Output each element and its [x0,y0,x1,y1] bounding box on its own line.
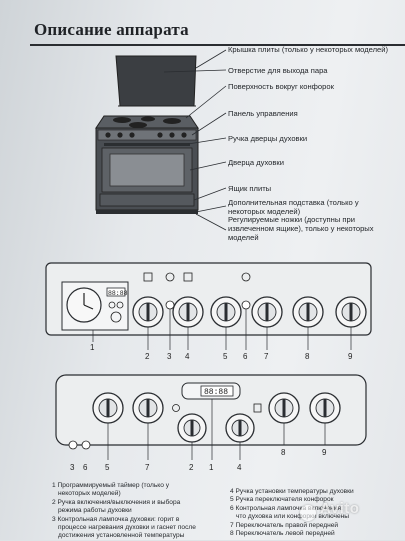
page-title: Описание аппарата [34,20,189,39]
timer-digits: 88:88 [108,290,128,297]
desc-line: 6 Контрольная лампочка включения: [230,504,343,512]
watermark-icon [300,505,316,521]
desc-line: 2 Ручка включения/выключения и выбора [52,498,181,506]
panel-top-number-9: 9 [348,352,353,361]
panel-bottom-number-5: 5 [105,463,110,472]
panel-top-number-3: 3 [167,352,172,361]
panel-top-number-8: 8 [305,352,310,361]
desc-line: 5 Ручка переключателя конфорок [230,496,334,504]
callout-oven-door: Дверца духовки [228,158,284,167]
stove-plinth [96,210,198,214]
panel-top-number-6: 6 [243,352,248,361]
desc-line: 3 Контрольная лампочка духовки: горит в [52,515,180,523]
descriptions-right: 4 Ручка установки температуры духовки 5 … [230,488,405,538]
panel-top-number-1: 1 [90,343,95,352]
panel-bottom-number-8: 8 [281,448,286,457]
callout-drawer: Ящик плиты [228,184,272,193]
panel-top-number-5: 5 [223,352,228,361]
panel-bottom-number-6: 6 [83,463,88,472]
panel-top-number-7: 7 [264,352,269,361]
control-panel-bottom [55,374,367,446]
panel-top-number-4: 4 [185,352,190,361]
panel-bottom-number-7: 7 [145,463,150,472]
indicator-lamp-bottom-right [81,440,91,450]
digital-clock [106,287,126,297]
panel-bottom-number-2: 2 [189,463,194,472]
desc-line: режима работы духовки [58,507,132,515]
panel-bottom-number-1: 1 [209,463,214,472]
title-rule [30,44,405,46]
panel-bottom-number-3: 3 [70,463,75,472]
panel-top-number-2: 2 [145,352,150,361]
callout-adjustable-feet: Регулируемые ножки (доступны при извлече… [228,215,374,242]
panel-bottom-number-4: 4 [237,463,242,472]
digital-display [200,385,234,397]
callout-hob-surface: Поверхность вокруг конфорок [228,82,334,91]
desc-line: некоторых моделей) [58,490,121,498]
indicator-lamp-bottom-left [68,440,78,450]
callout-steam-vent: Отверстие для выхода пара [228,66,328,75]
descriptions-left: 1 Программируемый таймер (только у некот… [52,482,222,541]
oven-door-handle [104,143,190,146]
panel-bottom-number-9: 9 [322,448,327,457]
desc-line: 4 Ручка установки температуры духовки [230,488,354,495]
desc-line: 7 Переключатель правой передней [230,521,339,529]
desc-line: достижения установленной температуры [58,532,185,540]
desc-line: что духовка или конфорки включены [236,513,350,521]
stove-control-panel [97,129,197,141]
callout-lid: Крышка плиты (только у некоторых моделей… [228,45,389,54]
desc-line: 1 Программируемый таймер (только у [52,482,170,489]
callout-extra-stand: Дополнительная подставка (только у некот… [228,198,359,216]
desc-line: 8 Переключатель левой передней [230,530,335,538]
watermark-text: Avito [320,500,360,517]
callout-control-panel: Панель управления [228,109,298,118]
callout-door-handle: Ручка дверцы духовки [228,134,308,143]
display-digits: 88:88 [204,388,228,397]
desc-line: процессе нагревания духовки и гаснет пос… [58,524,196,532]
